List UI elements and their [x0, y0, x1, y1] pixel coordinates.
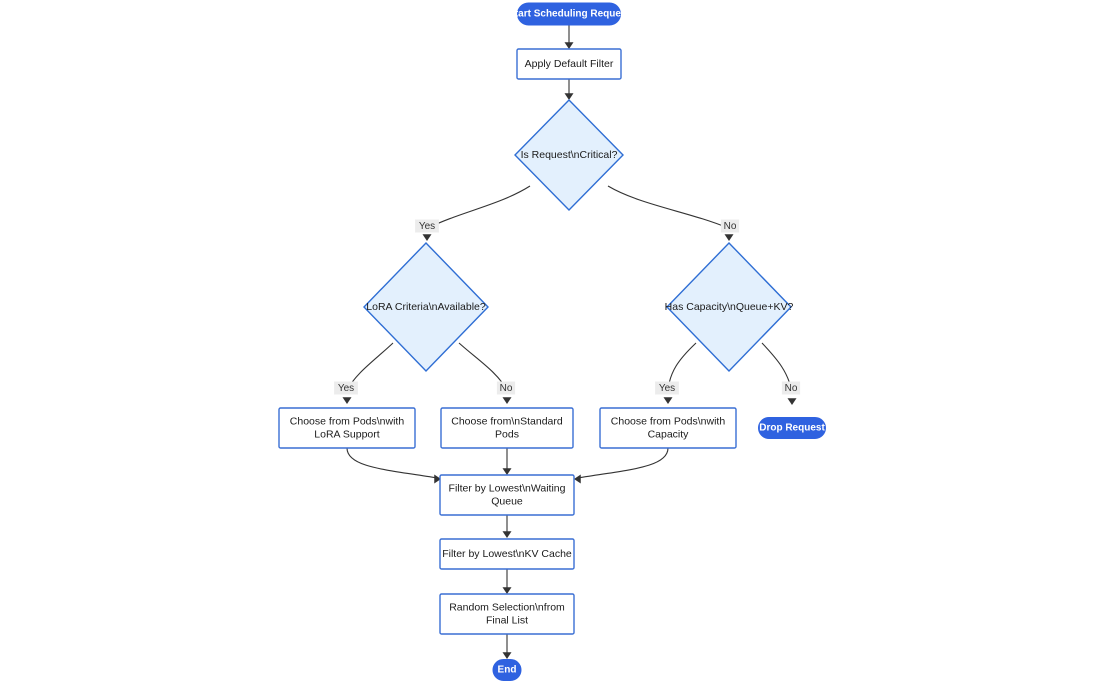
process-shape — [599, 407, 737, 449]
node-filter_kv[interactable]: Filter by Lowest\nKV Cache — [439, 538, 575, 570]
edge-arrowhead — [663, 397, 673, 404]
node-label: Choose from Pods\nwith — [611, 415, 726, 427]
edge-arrowhead — [724, 234, 734, 241]
process-shape — [440, 407, 574, 449]
edge-has_capacity-to-drop_request — [761, 342, 797, 405]
node-label: Filter by Lowest\nKV Cache — [442, 548, 572, 560]
terminal-shape — [492, 659, 522, 681]
node-has_capacity[interactable]: Has Capacity\nQueue+KV? — [665, 241, 794, 373]
terminal-shape — [758, 417, 826, 439]
edge-label-yes-pods_lora: Yes — [334, 381, 358, 395]
node-label: Has Capacity\nQueue+KV? — [665, 301, 794, 313]
node-lora_criteria[interactable]: LoRA Criteria\nAvailable? — [363, 241, 489, 373]
edge-has_capacity-to-pods_capacity — [663, 342, 697, 404]
node-label: LoRA Criteria\nAvailable? — [366, 301, 486, 313]
edge-pods_standard-to-filter_queue — [502, 448, 512, 475]
process-shape — [439, 538, 575, 570]
edge-arrowhead — [574, 474, 581, 484]
edge-filter_queue-to-filter_kv — [502, 515, 512, 538]
node-label: Choose from Pods\nwith — [290, 415, 405, 427]
edge-label-text: No — [785, 383, 798, 394]
process-shape — [516, 48, 622, 80]
edge-label-text: Yes — [419, 221, 435, 232]
edge-arrowhead — [502, 531, 512, 538]
edge-label-yes-lora_criteria: Yes — [415, 219, 439, 233]
node-label: Filter by Lowest\nWaiting — [449, 482, 566, 494]
edge-lora_criteria-to-pods_standard — [458, 342, 512, 404]
node-label: LoRA Support — [314, 428, 379, 440]
edge-filter_kv-to-random_selection — [502, 569, 512, 594]
node-label: Start Scheduling Request — [508, 9, 630, 20]
process-shape — [439, 474, 575, 516]
edge-start-to-apply_filter — [564, 25, 574, 49]
node-start[interactable]: Start Scheduling Request — [508, 2, 631, 26]
edge-label-text: No — [500, 383, 513, 394]
node-label: Final List — [486, 614, 528, 626]
edge-arrowhead — [787, 398, 797, 405]
edge-label-text: No — [724, 221, 737, 232]
edge-is_critical-to-lora_criteria — [422, 185, 531, 241]
edge-label-no-has_capacity: No — [720, 219, 740, 233]
edge-random_selection-to-end — [502, 634, 512, 659]
edge-label-yes-pods_capacity: Yes — [655, 381, 679, 395]
edge-arrowhead — [502, 587, 512, 594]
node-label: Choose from\nStandard — [451, 415, 563, 427]
node-label: Queue — [491, 495, 523, 507]
decision-shape — [666, 241, 792, 373]
edge-arrowhead — [422, 234, 432, 241]
node-label: Apply Default Filter — [525, 58, 614, 70]
decision-shape — [363, 241, 489, 373]
process-shape — [439, 593, 575, 635]
edge-pods_lora-to-filter_queue — [346, 447, 441, 484]
edge-lora_criteria-to-pods_lora — [342, 342, 394, 404]
edge-arrowhead — [502, 397, 512, 404]
node-apply_filter[interactable]: Apply Default Filter — [516, 48, 622, 80]
node-end[interactable]: End — [492, 659, 522, 681]
edge-label-no-pods_standard: No — [496, 381, 516, 395]
process-shape — [278, 407, 416, 449]
edge-arrowhead — [502, 468, 512, 475]
node-drop_request[interactable]: Drop Request — [758, 417, 826, 439]
node-is_critical[interactable]: Is Request\nCritical? — [514, 99, 624, 211]
terminal-shape — [517, 2, 621, 26]
edges-layer — [342, 25, 797, 659]
edge-arrowhead — [342, 397, 352, 404]
edge-label-no-drop_request: No — [781, 381, 801, 395]
node-label: Random Selection\nfrom — [449, 601, 565, 613]
edge-label-text: Yes — [659, 383, 675, 394]
edge-is_critical-to-has_capacity — [607, 185, 734, 241]
edge-arrowhead — [564, 93, 574, 100]
edge-arrowhead — [434, 474, 441, 484]
node-label: Is Request\nCritical? — [521, 149, 618, 161]
edge-label-text: Yes — [338, 383, 354, 394]
node-label: Pods — [495, 428, 519, 440]
edge-arrowhead — [564, 42, 574, 49]
edge-pods_capacity-to-filter_queue — [574, 447, 669, 484]
node-label: End — [498, 665, 517, 676]
edge-arrowhead — [502, 652, 512, 659]
decision-shape — [514, 99, 624, 211]
node-label: Drop Request — [759, 423, 825, 434]
edge-apply_filter-to-is_critical — [564, 79, 574, 100]
node-label: Capacity — [648, 428, 690, 440]
